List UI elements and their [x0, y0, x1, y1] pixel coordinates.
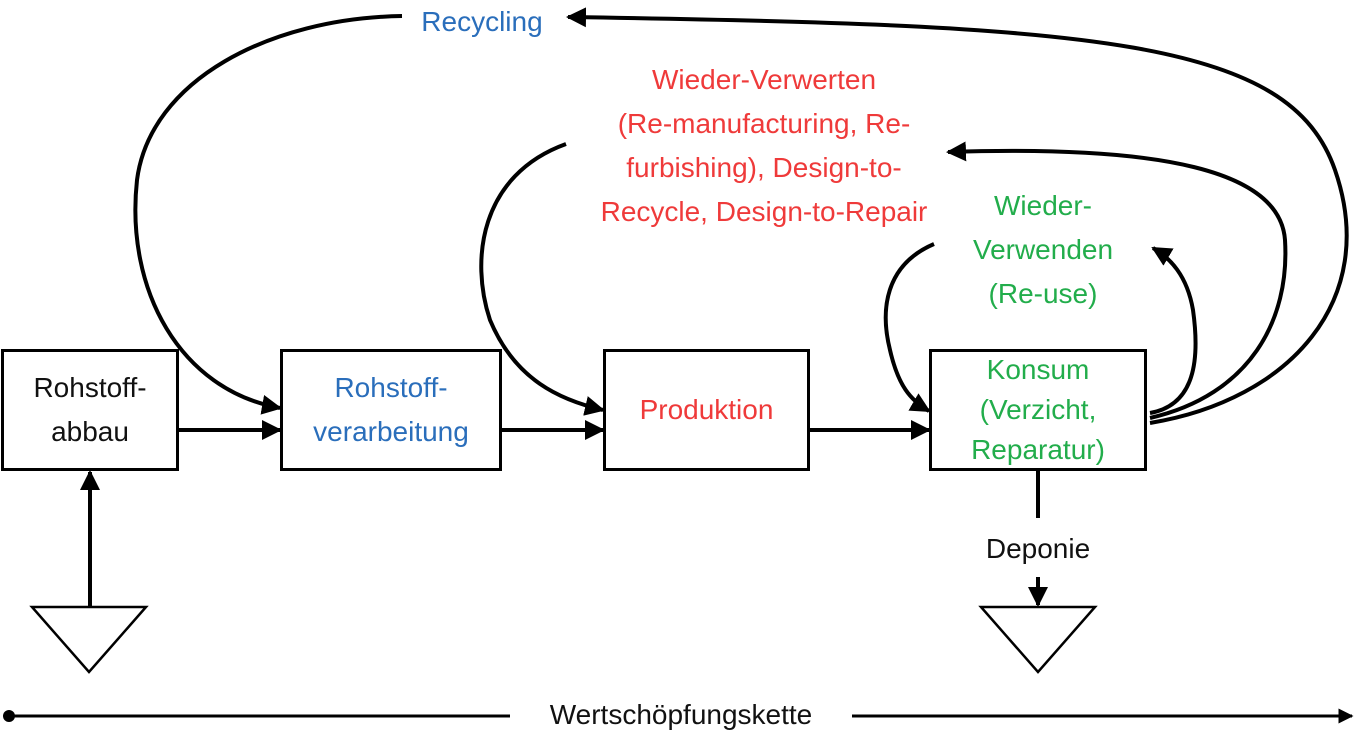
box-konsum-label: Konsum (Verzicht, Reparatur)	[971, 354, 1105, 465]
arrow-wieder-verwerten-to-produktion	[479, 142, 605, 416]
arrow-konsum-to-wieder-verwenden	[1149, 246, 1198, 415]
box-rohstoffverarbeitung: Rohstoff- verarbeitung	[280, 349, 502, 471]
source-triangle	[29, 605, 149, 674]
arrow-konsum-to-recycling	[566, 7, 1349, 425]
label-wertschoepfungskette: Wertschöpfungskette	[514, 693, 848, 737]
label-deponie: Deponie	[968, 527, 1108, 571]
box-rohstoffabbau: Rohstoff- abbau	[1, 349, 179, 471]
box-rohstoffverarbeitung-label: Rohstoff- verarbeitung	[313, 372, 469, 447]
arrow-konsum-to-wieder-verwerten	[946, 141, 1288, 420]
sink-triangle	[978, 605, 1098, 674]
box-produktion: Produktion	[603, 349, 810, 471]
box-produktion-label: Produktion	[639, 394, 774, 425]
label-recycling: Recycling	[421, 6, 543, 37]
box-rohstoffabbau-label: Rohstoff- abbau	[33, 372, 147, 447]
arrow-wieder-verwenden-to-konsum	[883, 242, 935, 413]
label-wieder-verwerten: Wieder-Verwerten (Re-manufacturing, Re- …	[600, 64, 928, 227]
box-konsum: Konsum (Verzicht, Reparatur)	[929, 349, 1147, 471]
label-wieder-verwenden: Wieder- Verwenden (Re-use)	[972, 190, 1114, 309]
arrow-recycling-to-verarbeitung	[133, 14, 403, 415]
